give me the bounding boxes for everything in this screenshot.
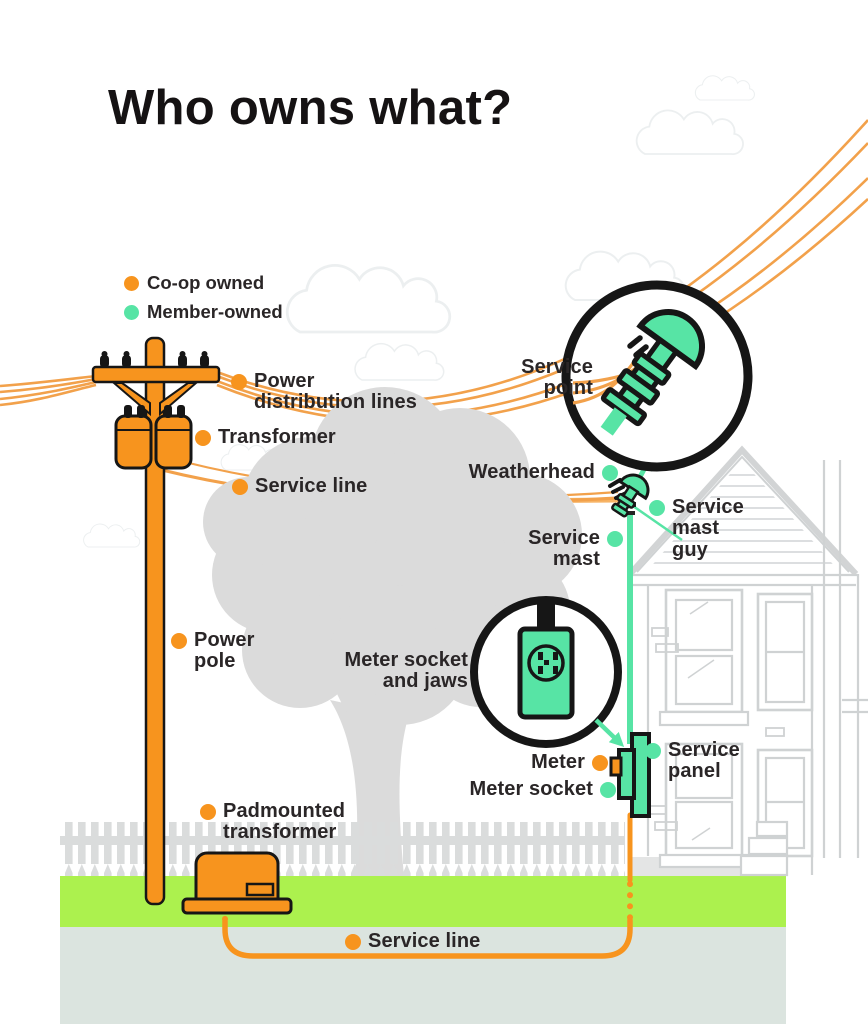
label-line: Service: [528, 527, 600, 549]
label-meter: Meter: [531, 751, 608, 773]
inset-arrow-down: [594, 718, 625, 747]
meter-icon: [609, 756, 623, 777]
label-service-panel: Service panel: [645, 739, 740, 783]
label-padmounted-transformer: Padmounted transformer: [200, 800, 346, 844]
label-line: distribution lines: [254, 391, 417, 414]
label-line: Service: [672, 496, 744, 518]
underground: [60, 927, 786, 1024]
label-line: Power: [254, 370, 315, 392]
label-service-line-underground: Service line: [345, 930, 481, 952]
label-service-point: Service point: [521, 356, 593, 400]
service-mast-guy-wire: [632, 504, 683, 542]
label-transformer: Transformer: [195, 426, 336, 448]
weatherhead-icon: [608, 473, 650, 518]
service-line-underground: [222, 812, 633, 959]
service-point-inset: [561, 280, 753, 472]
power-pole-icon: [91, 336, 221, 906]
label-line: Service line: [368, 930, 481, 952]
member-dot-icon: [645, 743, 661, 759]
legend-label-coop: Co-op owned: [147, 272, 265, 293]
coop-dot-icon: [232, 479, 248, 495]
coop-dot-icon: [171, 633, 187, 649]
label-power-pole: Power pole: [171, 629, 255, 673]
label-power-distribution-lines: Power distribution lines: [231, 370, 417, 414]
page-title: Who owns what?: [108, 81, 513, 135]
label-line: point: [543, 377, 593, 400]
meter-jaws-icon: [538, 652, 558, 674]
label-line: mast: [672, 517, 720, 540]
legend: Co-op owned Member-owned: [124, 272, 283, 330]
member-dot-icon: [602, 465, 618, 481]
label-line: and jaws: [382, 670, 468, 693]
label-service-line-overhead: Service line: [232, 475, 368, 497]
label-line: panel: [668, 760, 721, 783]
label-line: Weatherhead: [468, 461, 595, 483]
cloud-icons: [83, 75, 755, 548]
legend-item-coop: Co-op owned: [124, 272, 283, 294]
label-meter-socket-and-jaws: Meter socket and jaws: [344, 649, 468, 693]
service-mast-line: [608, 453, 683, 744]
label-line: Meter socket: [344, 649, 468, 671]
label-line: Power: [194, 629, 255, 651]
padmounted-transformer-icon: [181, 851, 293, 915]
label-service-mast: Service mast: [528, 527, 623, 571]
insulator-icons: [100, 351, 209, 368]
transformer-icon: [114, 405, 193, 470]
meter-socket-inset: [470, 596, 625, 748]
label-line: pole: [194, 650, 236, 673]
label-line: Service: [668, 739, 740, 761]
label-line: Service: [521, 356, 593, 378]
label-meter-socket: Meter socket: [469, 778, 616, 800]
label-line: Transformer: [218, 426, 336, 448]
label-line: Meter: [531, 751, 585, 773]
legend-label-member: Member-owned: [147, 301, 283, 322]
label-weatherhead: Weatherhead: [468, 461, 618, 483]
member-owned-dot-icon: [124, 304, 139, 320]
member-dot-icon: [649, 500, 665, 516]
member-dot-icon: [600, 782, 616, 798]
coop-dot-icon: [231, 374, 247, 390]
coop-owned-dot-icon: [124, 275, 139, 291]
label-line: transformer: [223, 821, 337, 844]
coop-dot-icon: [592, 755, 608, 771]
coop-dot-icon: [200, 804, 216, 820]
tree-illustration: [203, 387, 582, 876]
coop-dot-icon: [345, 934, 361, 950]
weatherhead-large-icon: [600, 309, 705, 436]
legend-item-member: Member-owned: [124, 301, 283, 323]
meter-assembly: [609, 732, 651, 818]
label-line: guy: [672, 538, 708, 561]
label-line: Service line: [255, 475, 368, 497]
label-line: Meter socket: [469, 778, 593, 800]
label-line: mast: [552, 548, 600, 571]
label-line: Padmounted: [223, 800, 346, 822]
grass: [60, 876, 786, 927]
coop-dot-icon: [195, 430, 211, 446]
member-dot-icon: [607, 531, 623, 547]
label-service-mast-guy: Service mast guy: [649, 496, 744, 561]
